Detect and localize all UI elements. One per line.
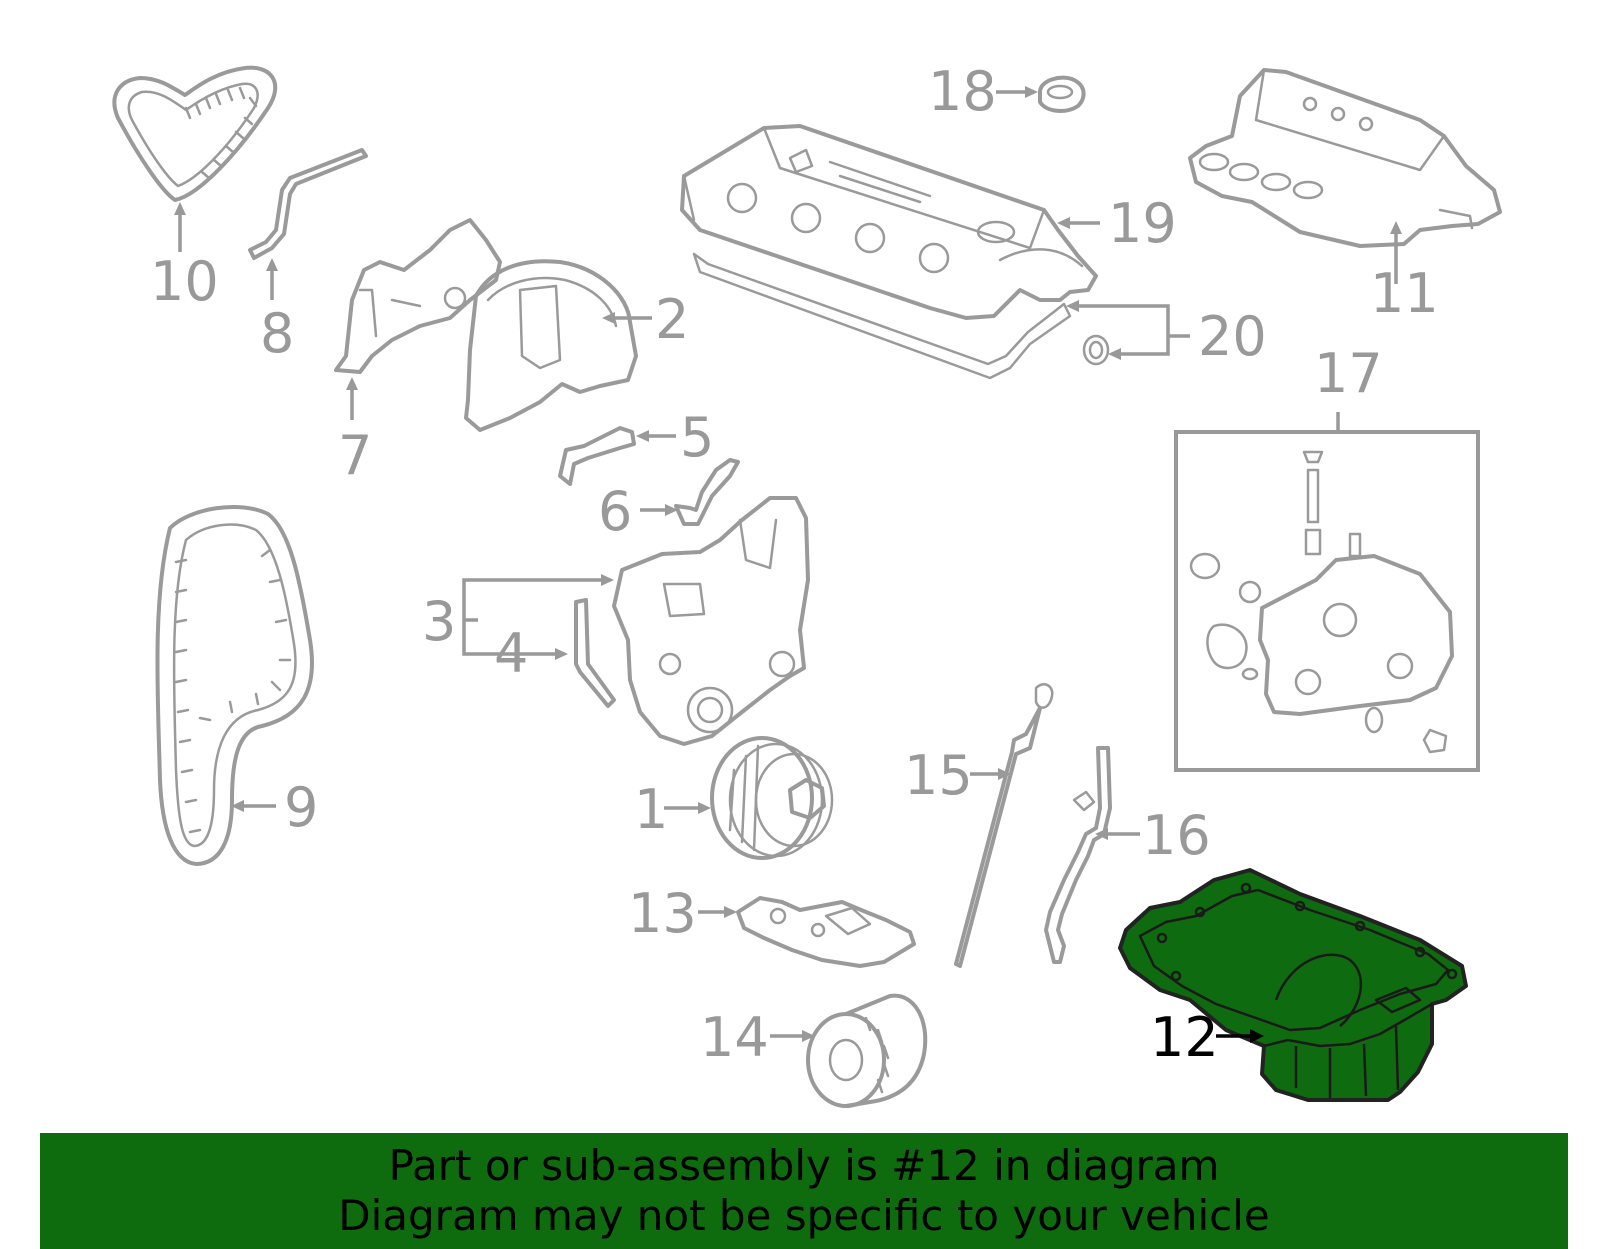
part-2-upper-cover	[464, 259, 638, 432]
callout-6: 6	[598, 480, 632, 543]
callout-13: 13	[628, 882, 697, 945]
part-19-head-cover	[680, 124, 1098, 320]
callout-20: 20	[1198, 305, 1267, 368]
leader-15	[970, 768, 1011, 780]
callout-3: 3	[422, 590, 456, 653]
leader-19	[1057, 217, 1100, 229]
leader-12	[1216, 1029, 1264, 1043]
leader-14	[770, 1030, 815, 1042]
callout-15: 15	[904, 744, 973, 807]
callout-5: 5	[680, 406, 714, 469]
callout-18: 18	[928, 60, 997, 123]
leader-1	[664, 802, 711, 814]
leader-16	[1095, 828, 1140, 840]
info-banner: Part or sub-assembly is #12 in diagram D…	[40, 1133, 1568, 1249]
banner-line-2: Diagram may not be specific to your vehi…	[338, 1191, 1270, 1240]
callout-4: 4	[494, 622, 528, 685]
part-3-lower-cover	[612, 496, 810, 746]
callout-12: 12	[1150, 1006, 1219, 1069]
callout-19: 19	[1108, 192, 1177, 255]
part-12-oil-pan	[1118, 868, 1468, 1102]
box-17	[1174, 430, 1480, 772]
part-20-gasket	[692, 252, 1110, 380]
leader-18	[996, 86, 1038, 98]
callout-2: 2	[655, 288, 689, 351]
callout-9: 9	[284, 776, 318, 839]
leader-20	[1066, 300, 1190, 360]
callout-17: 17	[1314, 342, 1383, 405]
part-8-seal	[248, 148, 368, 260]
part-5-seal	[558, 426, 636, 486]
leader-9	[231, 800, 276, 812]
part-13-baffle	[736, 896, 916, 968]
leader-5	[636, 430, 676, 442]
callout-14: 14	[700, 1006, 769, 1069]
part-4-gasket	[574, 598, 616, 708]
part-1-crank-pulley	[710, 736, 834, 860]
callout-10: 10	[150, 250, 219, 313]
banner-line-1: Part or sub-assembly is #12 in diagram	[388, 1141, 1220, 1190]
part-14-oil-filter	[806, 993, 928, 1108]
leader-13	[698, 906, 737, 918]
leader-11	[1390, 221, 1402, 284]
leader-6	[640, 504, 678, 516]
part-17-oil-pump	[1189, 450, 1454, 754]
part-16-dipstick-tube	[1044, 746, 1112, 964]
callout-7: 7	[338, 424, 372, 487]
leader-2	[602, 312, 652, 324]
part-11-intake-manifold	[1188, 68, 1502, 248]
callout-8: 8	[260, 302, 294, 365]
part-18-filler-cap	[1038, 75, 1086, 113]
part-15-dipstick	[954, 683, 1054, 968]
leader-7	[346, 377, 358, 420]
leader-8	[266, 258, 278, 300]
leader-10	[174, 202, 186, 252]
callout-11: 11	[1370, 262, 1439, 325]
callout-1: 1	[634, 778, 668, 841]
part-10-belt	[112, 65, 278, 202]
leader-3	[462, 574, 614, 660]
part-6-seal	[674, 458, 740, 526]
part-9-timing-belt	[155, 504, 314, 866]
callout-16: 16	[1142, 804, 1211, 867]
part-7-rear-cover	[334, 218, 502, 374]
